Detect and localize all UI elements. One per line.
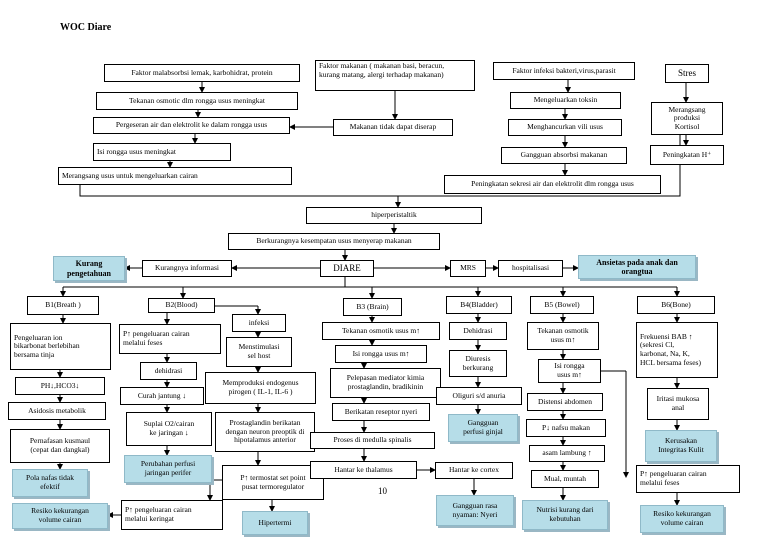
- node-menghancurkan-vili: Menghancurkan vili usus: [508, 119, 622, 136]
- node-b2-hipertermi: Hipertermi: [242, 511, 308, 535]
- node-b2-perubahan-perfusi: Perubahan perfusi jaringan perifer: [124, 455, 212, 483]
- node-b6-pengeluaran: P↑ pengeluaran cairan melalui feses: [636, 465, 740, 493]
- node-ansietas: Ansietas pada anak dan orangtua: [578, 255, 696, 279]
- node-b6-bone: B6(Bone): [637, 296, 715, 314]
- node-b3-thalamus: Hantar ke thalamus: [310, 461, 417, 479]
- node-peningkatan-sekresi: Peningkatan sekresi air dan elektrolit d…: [444, 175, 661, 194]
- page-number: 10: [378, 486, 387, 496]
- node-b1-pengeluaran-ion: Pengeluaran ion bikarbonat berlebihan be…: [10, 323, 111, 370]
- node-b3-tekanan: Tekanan osmotik usus m↑: [322, 322, 440, 340]
- node-b2-dehidrasi: dehidrasi: [140, 362, 197, 380]
- page-title: WOC Diare: [60, 22, 112, 33]
- node-b1-kusmaul: Pernafasan kusmaul (cepat dan dangkal): [10, 429, 110, 463]
- node-b4-diuresis: Diuresis berkurang: [449, 350, 507, 377]
- node-b2-keringat: P↑ pengeluaran cairan melalui keringat: [121, 500, 223, 530]
- node-b1-asidosis: Asidosis metabolik: [8, 402, 106, 420]
- node-b4-oliguri: Oliguri s/d anuria: [436, 387, 522, 405]
- node-b2-prostaglandin: Prostaglandin berikatan dengan neuron pr…: [215, 412, 315, 452]
- node-tekanan-osmotik: Tekanan osmotic dlm rongga usus meningka…: [96, 92, 298, 110]
- node-b1-breath: B1(Breath ): [27, 296, 99, 315]
- node-b5-isi-rongga: Isi rongga usus m↑: [538, 359, 601, 383]
- node-kurangnya-informasi: Kurangnya informasi: [142, 260, 232, 277]
- node-hospitalisasi: hospitalisasi: [498, 260, 563, 277]
- node-mengeluarkan-toksin: Mengeluarkan toksin: [510, 92, 621, 109]
- node-faktor-makanan: Faktor makanan ( makanan basi, beracun, …: [315, 60, 475, 91]
- node-merangsang-usus: Merangsang usus untuk mengeluarkan caira…: [58, 167, 292, 185]
- node-kurang-pengetahuan: Kurang pengetahuan: [53, 256, 125, 281]
- node-b3-cortex: Hantar ke cortex: [435, 462, 513, 479]
- node-isi-rongga: Isi rongga usus meningkat: [93, 143, 231, 161]
- node-b3-isi-rongga: Isi rongga usus m↑: [335, 345, 427, 363]
- node-stres: Stres: [665, 64, 709, 83]
- node-b2-resiko: Resiko kekurangan volume cairan: [12, 503, 108, 529]
- node-mrs: MRS: [450, 260, 486, 277]
- node-pergeseran: Pergeseran air dan elektrolit ke dalam r…: [93, 117, 290, 134]
- node-b3-medulla: Proses di medulla spinalis: [310, 432, 435, 449]
- node-faktor-infeksi: Faktor infeksi bakteri,virus,parasit: [493, 62, 635, 80]
- node-b2-pirogen: Memproduksi endogenus pirogen ( IL-1, IL…: [205, 372, 316, 404]
- node-b2-curah-jantung: Curah jantung ↓: [120, 387, 204, 405]
- node-b4-dehidrasi: Dehidrasi: [449, 322, 507, 340]
- node-diare: DIARE: [320, 260, 374, 277]
- node-b2-menstimulasi: Menstimulasi sel host: [226, 337, 292, 367]
- node-b5-asam: asam lambung ↑: [529, 445, 605, 462]
- node-b5-nafsu: P↓ nafsu makan: [526, 419, 606, 437]
- node-merangsang-kortisol: Merangsang produksi Kortisol: [651, 102, 723, 135]
- node-b6-frekuensi: Frekuensi BAB ↑ (sekresi Cl, karbonat, N…: [636, 322, 718, 378]
- node-b6-resiko: Resiko kekurangan volume cairan: [640, 505, 724, 533]
- node-b3-brain: B3 (Brain): [343, 298, 402, 316]
- node-b5-bowel: B5 (Bowel): [530, 296, 594, 314]
- node-b2-blood: B2(Blood): [148, 298, 215, 313]
- node-b3-nyeri: Gangguan rasa nyaman: Nyeri: [436, 495, 514, 526]
- node-b5-mual: Mual, muntah: [531, 470, 599, 488]
- node-hiperperistaltik: hiperperistaltik: [306, 207, 482, 224]
- node-b1-ph-hco3: PH↓,HCO3↓: [15, 377, 105, 395]
- node-b2-infeksi: infeksi: [232, 314, 286, 332]
- node-b5-tekanan: Tekanan osmotik usus m↑: [527, 322, 599, 350]
- node-makanan-tidak-diserap: Makanan tidak dapat diserap: [333, 119, 453, 136]
- node-b4-perfusi: Gangguan perfusi ginjal: [448, 414, 518, 442]
- node-b1-pola-nafas: Pola nafas tidak efektif: [12, 469, 88, 497]
- node-malabsorbsi: Faktor malabsorbsi lemak, karbohidrat, p…: [104, 64, 300, 82]
- node-b6-iritasi: Iritasi mukosa anal: [647, 388, 709, 420]
- node-gangguan-absorbsi: Gangguan absorbsi makanan: [501, 147, 627, 164]
- node-berkurangnya-kesempatan: Berkurangnya kesempatan usus menyerap ma…: [228, 233, 440, 250]
- node-b6-kerusakan: Kerusakan Integritas Kulit: [645, 430, 717, 462]
- node-b3-reseptor: Berikatan reseptor nyeri: [332, 403, 430, 421]
- node-b2-pengeluaran-cairan: P↑ pengeluaran cairan melalui feses: [119, 324, 221, 354]
- node-peningkatan-h: Peningkatan H⁺: [650, 145, 724, 165]
- node-b5-distensi: Distensi abdomen: [527, 393, 603, 411]
- node-b2-termostat: P↑ termostat set point pusat termoregula…: [222, 465, 324, 500]
- node-b2-suplai-o2: Suplai O2/cairan ke jaringan ↓: [126, 412, 212, 446]
- node-b3-pelepasan: Pelepasan mediator kimia prostaglandin, …: [330, 368, 441, 398]
- node-b5-nutrisi: Nutrisi kurang dari kebutuhan: [522, 500, 608, 530]
- node-b4-bladder: B4(Bladder): [446, 296, 512, 314]
